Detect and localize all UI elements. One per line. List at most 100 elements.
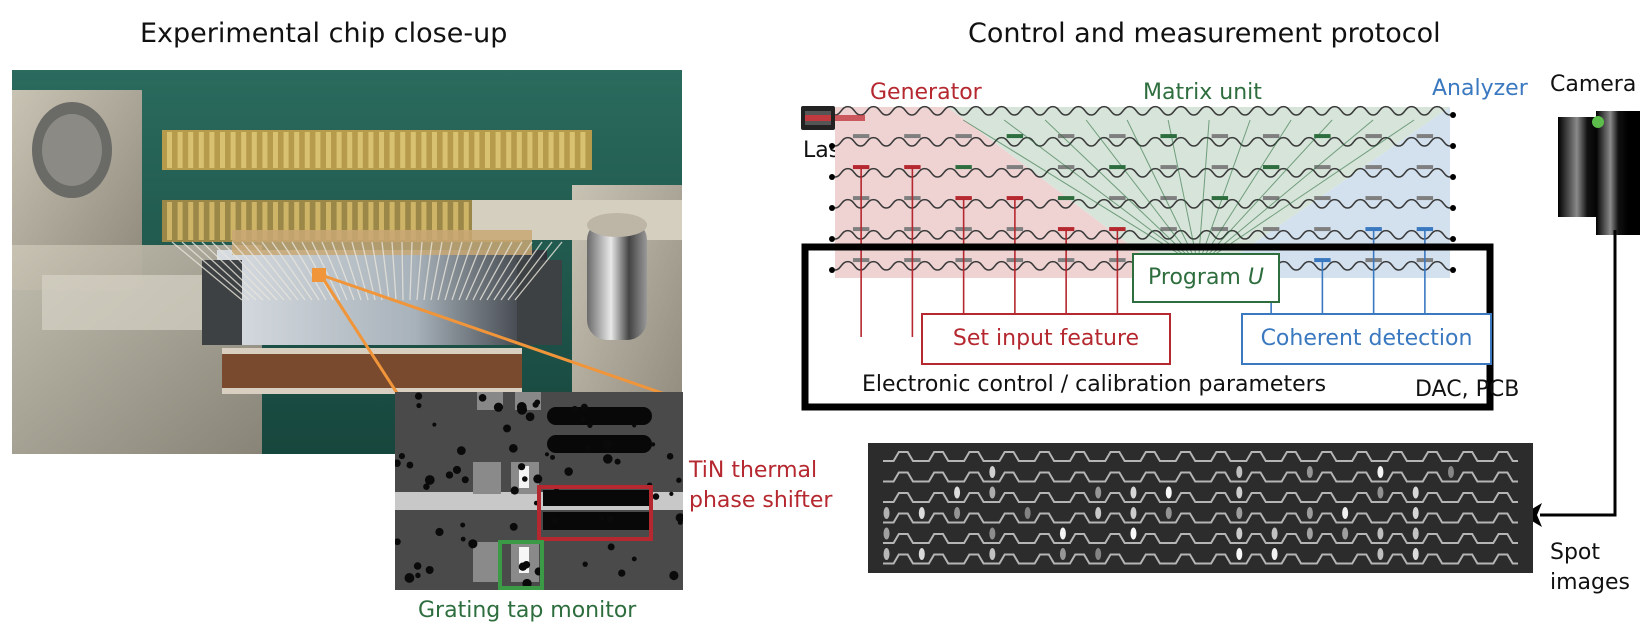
- generator-region: [835, 107, 1174, 278]
- detected-spot: [1377, 466, 1384, 478]
- phase-shifter: [1314, 196, 1331, 201]
- protocol-panel-title: Control and measurement protocol: [968, 18, 1441, 49]
- phase-shifter-label-line2: phase shifter: [689, 488, 833, 513]
- matrix-phase-shifter: [1314, 134, 1331, 139]
- coherent-detection-box[interactable]: Coherent detection: [1241, 313, 1492, 365]
- detected-spot: [1236, 507, 1243, 519]
- phase-shifter: [852, 134, 870, 139]
- matrix-control-line: [1167, 119, 1197, 256]
- input-feature-box[interactable]: Set input feature: [921, 313, 1171, 365]
- phase-shifter: [1314, 227, 1331, 232]
- matrix-phase-shifter: [1211, 196, 1229, 201]
- matrix-control-line: [1003, 119, 1185, 256]
- phase-shifter: [1262, 196, 1280, 201]
- detected-spot: [1236, 486, 1243, 499]
- phase-shifter: [1365, 165, 1382, 170]
- feedback-arrow: [1522, 230, 1617, 527]
- input-port: [829, 174, 835, 180]
- analyzer-label: Analyzer: [1432, 76, 1528, 101]
- highlight-marker: [312, 268, 326, 282]
- matrix-control-line: [1198, 119, 1210, 256]
- phase-shifter: [955, 134, 972, 139]
- detected-spot: [1024, 507, 1031, 519]
- detected-spot: [1095, 507, 1102, 519]
- spot-waveguide: [883, 512, 1518, 524]
- spot-images-label: Spot images: [1550, 538, 1630, 598]
- detected-spot: [1377, 486, 1384, 499]
- chip-panel-title: Experimental chip close-up: [140, 18, 508, 49]
- detected-spot: [1236, 527, 1243, 540]
- input-port: [829, 143, 835, 149]
- phase-shifter: [1416, 165, 1434, 170]
- detected-spot: [1130, 527, 1137, 540]
- phase-shifter: [904, 134, 921, 139]
- matrix-phase-shifter: [1057, 196, 1075, 201]
- phase-shifter: [1211, 227, 1229, 232]
- input-port: [829, 236, 835, 242]
- output-port: [1450, 174, 1456, 180]
- waveguide: [834, 198, 1451, 209]
- spot-waveguide: [883, 553, 1518, 565]
- input-port: [829, 267, 835, 273]
- phase-shifter: [1160, 196, 1177, 201]
- phase-shifter: [1160, 227, 1177, 232]
- mesh-schematic: [801, 105, 1494, 411]
- phase-shifter: [1211, 165, 1229, 170]
- detected-spot: [1236, 548, 1243, 560]
- waveguide: [834, 105, 1451, 116]
- phase-shifter: [1314, 165, 1331, 170]
- detected-spot: [1447, 466, 1454, 478]
- micrograph-inset: [395, 392, 683, 590]
- detected-spot: [1377, 548, 1384, 560]
- detected-spot: [1306, 466, 1313, 478]
- matrix-phase-shifter: [1006, 134, 1024, 139]
- phase-shifter: [1416, 134, 1434, 139]
- matrix-region: [947, 107, 1450, 278]
- phase-shifter: [1211, 134, 1229, 139]
- phase-shifter: [1416, 196, 1434, 201]
- phase-shifter: [1109, 196, 1126, 201]
- detected-spot: [1271, 548, 1278, 560]
- matrix-control-line: [962, 119, 1182, 256]
- program-u-box[interactable]: Program U: [1132, 253, 1280, 303]
- matrix-control-line: [1207, 119, 1333, 256]
- matrix-control-line: [1213, 119, 1415, 256]
- spot-label-line2: images: [1550, 570, 1630, 595]
- output-port: [1450, 112, 1456, 118]
- phase-shifter-label: TiN thermal phase shifter: [689, 456, 832, 516]
- detected-spot: [1412, 507, 1419, 519]
- matrix-control-line: [1201, 119, 1251, 256]
- generator-label: Generator: [870, 80, 982, 105]
- spot-waveguide: [883, 533, 1518, 544]
- detected-spot: [883, 548, 890, 560]
- phase-shifter: [1057, 134, 1075, 139]
- spot-waveguide: [883, 471, 1518, 483]
- detected-spot: [918, 548, 925, 560]
- spot-images: [868, 443, 1533, 573]
- hardware-label: DAC, PCB: [1415, 377, 1520, 402]
- detected-spot: [1130, 507, 1137, 519]
- spot-waveguide: [883, 492, 1518, 503]
- output-port: [1450, 143, 1456, 149]
- detected-spot: [883, 527, 890, 540]
- detected-spot: [1095, 548, 1102, 560]
- detected-spot: [954, 507, 961, 519]
- matrix-control-line: [1085, 119, 1191, 256]
- detected-spot: [1342, 507, 1349, 519]
- output-port: [1450, 205, 1456, 211]
- matrix-phase-shifter: [955, 165, 972, 170]
- detected-spot: [1342, 527, 1349, 540]
- detected-spot: [1306, 507, 1313, 519]
- phase-shifter: [1262, 134, 1280, 139]
- waveguide: [834, 167, 1451, 178]
- waveguide: [834, 136, 1451, 147]
- detected-spot: [1130, 486, 1137, 499]
- output-port: [1450, 267, 1456, 273]
- laser-icon: [801, 106, 865, 130]
- detected-spot: [989, 527, 996, 540]
- detected-spot: [989, 548, 996, 560]
- detected-spot: [1377, 527, 1384, 540]
- detected-spot: [1412, 527, 1419, 540]
- camera-label: Camera: [1550, 72, 1637, 97]
- detected-spot: [883, 507, 890, 519]
